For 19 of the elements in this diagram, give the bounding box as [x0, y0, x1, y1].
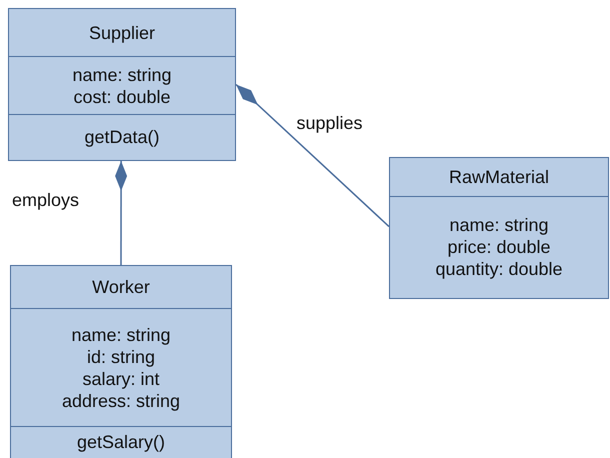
class-name: Supplier — [88, 22, 156, 44]
method-text: getSalary() — [76, 431, 166, 453]
attribute-text: name: string — [449, 214, 549, 236]
class-box — [389, 157, 609, 299]
composition-line — [115, 161, 128, 265]
attribute-text: salary: int — [82, 368, 160, 390]
attribute-text: cost: double — [73, 86, 171, 108]
class-box — [10, 265, 232, 458]
class-box — [8, 8, 236, 161]
composition-line — [235, 84, 390, 228]
attribute-text: address: string — [62, 390, 180, 412]
class-name: RawMaterial — [448, 166, 550, 188]
attribute-text: quantity: double — [435, 258, 563, 280]
attribute-text: name: string — [71, 324, 171, 346]
class-name: Worker — [92, 276, 150, 298]
attribute-text: price: double — [447, 236, 551, 258]
attribute-text: id: string — [86, 346, 156, 368]
method-text: getData() — [84, 126, 160, 148]
attribute-text: name: string — [72, 64, 172, 86]
